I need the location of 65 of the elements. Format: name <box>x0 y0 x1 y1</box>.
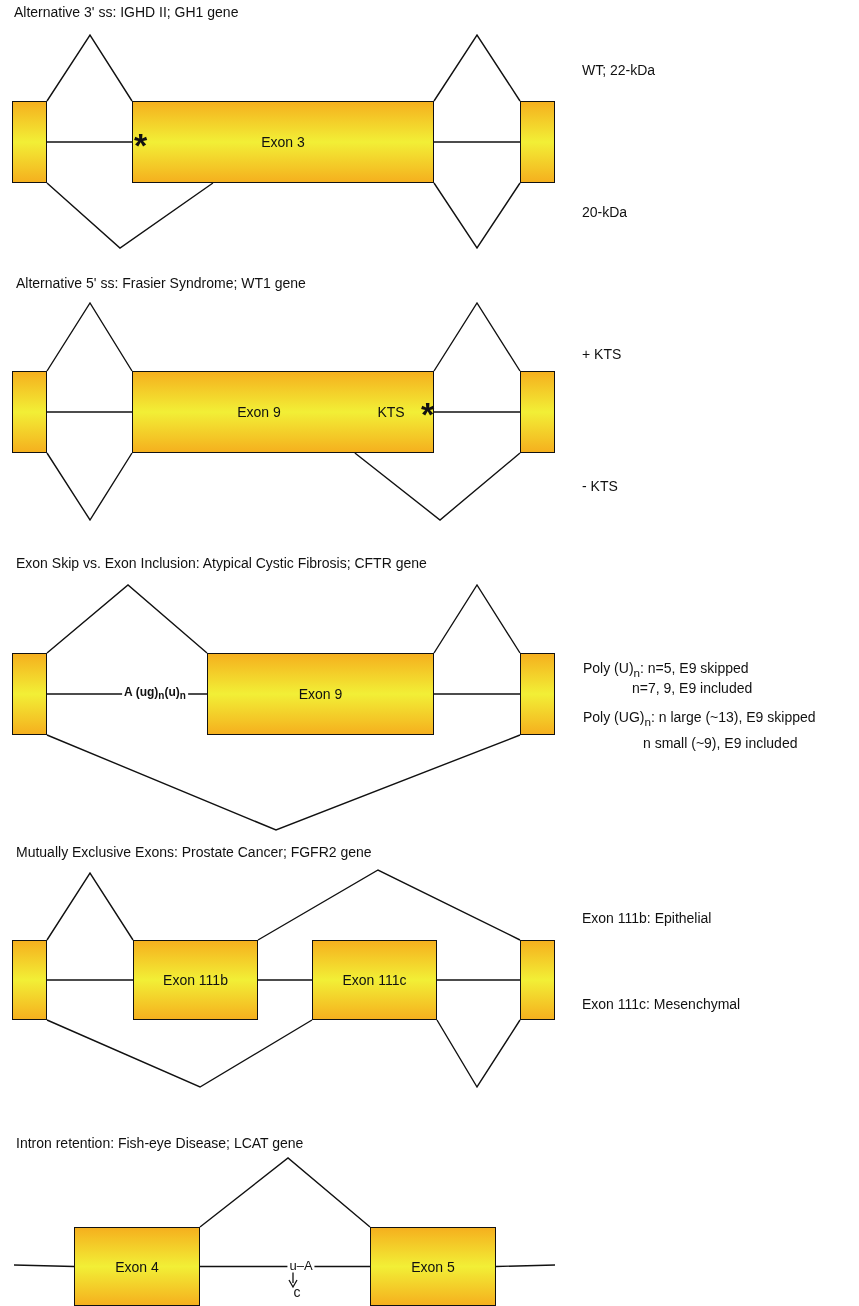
exon-box <box>132 101 434 183</box>
region-label: KTS <box>377 404 405 420</box>
annotation-text: n=7, 9, E9 included <box>632 680 753 696</box>
annotation-text: Mutually Exclusive Exons: Prostate Cancer; FGFR2 gene <box>16 844 372 860</box>
exon-label: Exon 3 <box>261 134 305 150</box>
annotation-text: Alternative 5' ss: Frasier Syndrome; WT1 gene <box>16 275 306 291</box>
splice-line <box>433 411 521 413</box>
splice-line <box>46 411 133 413</box>
exon-box <box>312 940 437 1020</box>
exon-stub <box>520 371 555 453</box>
nucleotide-label: c <box>293 1284 301 1300</box>
splice-line <box>46 301 133 372</box>
splice-line <box>433 141 521 143</box>
annotation-text: n small (~9), E9 included <box>643 735 798 751</box>
annotation-text: + KTS <box>582 346 622 362</box>
splice-line <box>46 452 133 522</box>
asterisk-mark: * <box>421 397 435 431</box>
exon-label: Exon 5 <box>411 1258 455 1275</box>
splice-line <box>257 869 521 941</box>
splice-line <box>257 979 313 981</box>
exon-stub <box>520 653 555 735</box>
splice-line <box>433 693 521 695</box>
exon-label: Exon 9 <box>298 686 343 702</box>
exon-box <box>370 1227 496 1306</box>
exon-stub <box>520 101 555 183</box>
splice-line <box>433 583 521 654</box>
exon-box <box>132 371 434 453</box>
exon-box <box>74 1227 200 1306</box>
splice-line <box>199 1157 371 1228</box>
annotation-text: Exon 111c: Mesenchymal <box>582 996 741 1012</box>
splice-line <box>46 182 214 249</box>
splice-line <box>46 33 133 102</box>
splice-line <box>46 871 134 941</box>
annotation-text: Alternative 3' ss: IGHD II; GH1 gene <box>14 4 239 20</box>
annotation-text: Poly (UG)$_{n}$: n large (~13), E9 skipped <box>583 709 816 730</box>
annotation-text: 20-kDa <box>582 204 628 220</box>
splice-line <box>46 979 134 981</box>
exon-box <box>207 653 434 735</box>
exon-box <box>133 940 258 1020</box>
splice-line <box>433 301 521 372</box>
exon-stub <box>12 101 47 183</box>
annotation-text: Exon Skip vs. Exon Inclusion: Atypical Cystic Fibrosis; CFTR gene <box>16 555 427 571</box>
splice-line <box>13 1264 75 1268</box>
splice-line <box>354 452 521 521</box>
annotation-text: Intron retention: Fish-eye Disease; LCAT gene <box>16 1135 304 1151</box>
annotation-text: Poly (U)$_{n}$: n=5, E9 skipped <box>583 660 749 681</box>
exon-label: Exon 4 <box>115 1258 159 1275</box>
exon-label: Exon 111c <box>342 972 407 988</box>
asterisk-mark: * <box>134 128 148 162</box>
splice-line <box>436 1019 521 1089</box>
splice-line <box>433 33 521 102</box>
exon-label: Exon 111b <box>163 972 228 988</box>
splice-line <box>436 979 521 981</box>
annotation-text: - KTS <box>582 478 618 494</box>
exon-stub <box>520 940 555 1020</box>
exon-stub <box>12 371 47 453</box>
exon-stub <box>12 940 47 1020</box>
exon-stub <box>12 653 47 735</box>
splice-line <box>46 141 133 143</box>
splice-line <box>46 584 208 654</box>
splice-line <box>495 1264 556 1268</box>
splice-line <box>46 1019 313 1088</box>
splice-line <box>46 734 521 831</box>
exon-label: Exon 9 <box>237 404 281 420</box>
splice-line <box>433 182 521 250</box>
